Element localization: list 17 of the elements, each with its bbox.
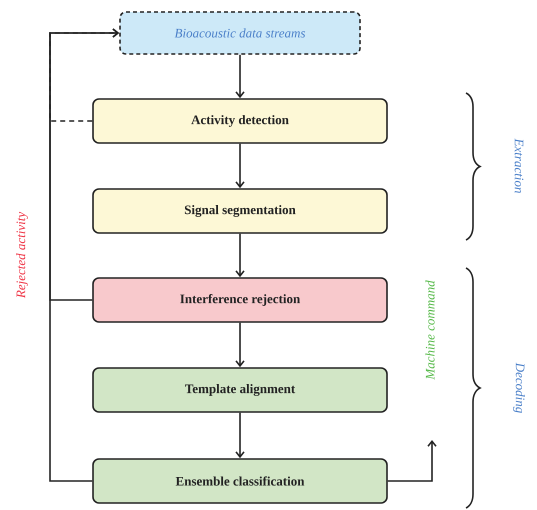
process-box: Template alignment [92, 367, 388, 413]
process-box: Interference rejection [92, 277, 388, 323]
edge-label: Machine command [424, 279, 436, 381]
input-box: Bioacoustic data streams [119, 11, 361, 55]
process-box: Ensemble classification [92, 458, 388, 504]
section-label: Decoding [513, 362, 525, 413]
section-label: Extraction [514, 138, 524, 193]
edge-label: Rejected activity [15, 210, 29, 300]
arrow [235, 322, 245, 368]
arrow [235, 234, 245, 278]
arrow [235, 412, 245, 458]
process-box: Signal segmentation [92, 188, 388, 234]
arrow [235, 54, 245, 98]
arrow [49, 28, 120, 122]
arrow [388, 440, 437, 482]
process-box: Activity detection [92, 98, 388, 144]
arrow [235, 144, 245, 188]
